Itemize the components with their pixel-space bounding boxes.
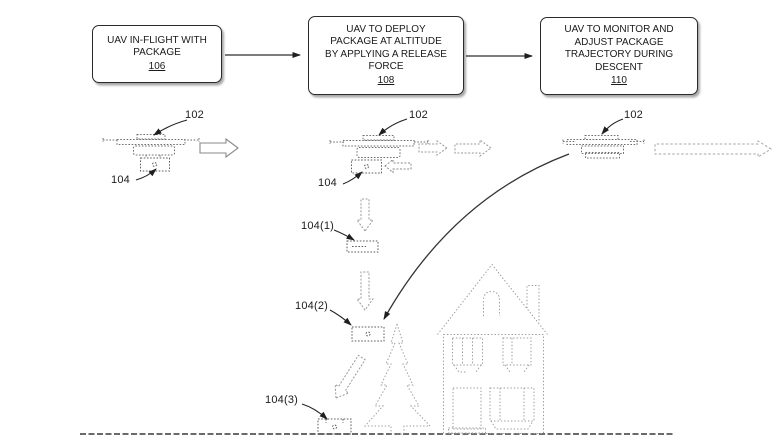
tree-sketch (363, 322, 432, 435)
leader-arrows (135, 118, 624, 420)
label-uav-3: 102 (624, 109, 643, 121)
package-1 (140, 157, 170, 172)
label-uav-1: 102 (185, 109, 204, 121)
flow-step-2-title: UAV TO DEPLOY PACKAGE AT ALTITUDE BY APP… (325, 23, 447, 73)
flow-step-2-ref: 108 (377, 74, 395, 86)
flow-step-1: UAV IN-FLIGHT WITH PACKAGE 106 (92, 25, 222, 83)
flow-step-3: UAV TO MONITOR AND ADJUST PACKAGE TRAJEC… (540, 17, 698, 95)
descent-arrow-3 (334, 354, 366, 399)
descent-arrow-1 (356, 198, 374, 232)
motion-arrow-1 (199, 137, 239, 159)
label-package-2: 104 (318, 177, 337, 189)
uav-1 (102, 134, 200, 158)
uav-3 (562, 135, 645, 159)
label-package-drop-1: 104(1) (301, 220, 334, 232)
package-drop-2 (351, 326, 385, 342)
flow-step-2: UAV TO DEPLOY PACKAGE AT ALTITUDE BY APP… (308, 16, 464, 95)
flow-step-3-title: UAV TO MONITOR AND ADJUST PACKAGE TRAJEC… (564, 24, 674, 73)
house-sketch (437, 263, 548, 434)
package-drop-1 (346, 240, 379, 253)
label-package-drop-2: 104(2) (295, 300, 328, 312)
label-package-1: 104 (111, 174, 130, 186)
flow-step-1-ref: 106 (148, 60, 166, 72)
package-2 (351, 159, 382, 174)
trajectory-arrow (383, 153, 570, 320)
release-force-arrow (384, 158, 412, 174)
flow-step-1-title: UAV IN-FLIGHT WITH PACKAGE (107, 34, 207, 59)
label-package-drop-3: 104(3) (265, 394, 298, 406)
flow-connector-arrows (225, 52, 533, 59)
motion-arrow-3 (654, 140, 772, 158)
package-drop-3 (317, 418, 352, 435)
label-uav-2: 102 (409, 109, 428, 121)
uav-2 (329, 135, 429, 158)
descent-arrow-2 (356, 271, 374, 311)
motion-arrows-2 (418, 139, 492, 157)
flow-step-3-ref: 110 (611, 75, 627, 87)
